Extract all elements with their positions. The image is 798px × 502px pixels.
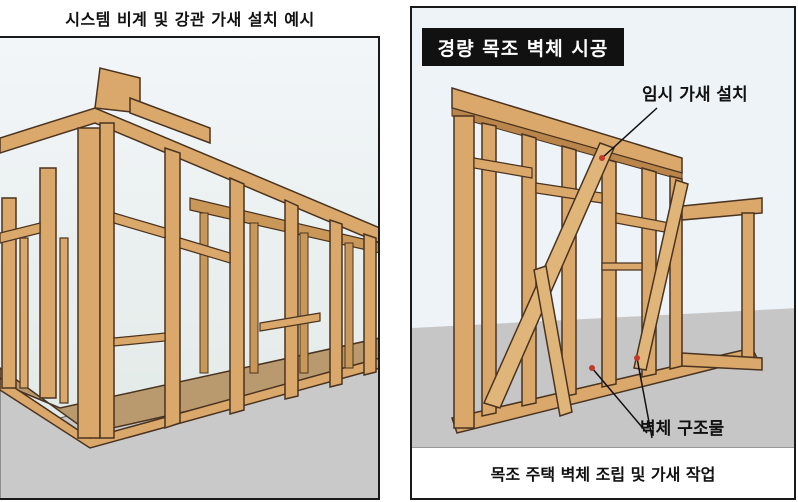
right-panel-caption: 목조 주택 벽체 조립 및 가새 작업: [412, 447, 794, 498]
callout-leader-top: [601, 107, 658, 159]
callout-temporary-bracing: 임시 가새 설치: [642, 85, 748, 105]
right-framing-illustration: [412, 8, 794, 498]
left-framing-illustration: [0, 38, 378, 498]
left-illustration-frame: [0, 36, 380, 500]
callout-leader-bottom: [591, 367, 648, 434]
left-panel-caption: 시스템 비계 및 강관 가새 설치 예시: [65, 10, 315, 29]
right-panel: 경량 목조 벽체 시공 임시 가새 설치 벽체 구조물 목조 주택 벽체 조립 …: [410, 0, 798, 502]
left-panel: 시스템 비계 및 강관 가새 설치 예시: [0, 0, 392, 502]
right-illustration-frame: 경량 목조 벽체 시공 임시 가새 설치 벽체 구조물 목조 주택 벽체 조립 …: [410, 6, 796, 500]
right-panel-title: 경량 목조 벽체 시공: [422, 28, 624, 66]
callout-wall-structure: 벽체 구조물: [640, 419, 725, 439]
